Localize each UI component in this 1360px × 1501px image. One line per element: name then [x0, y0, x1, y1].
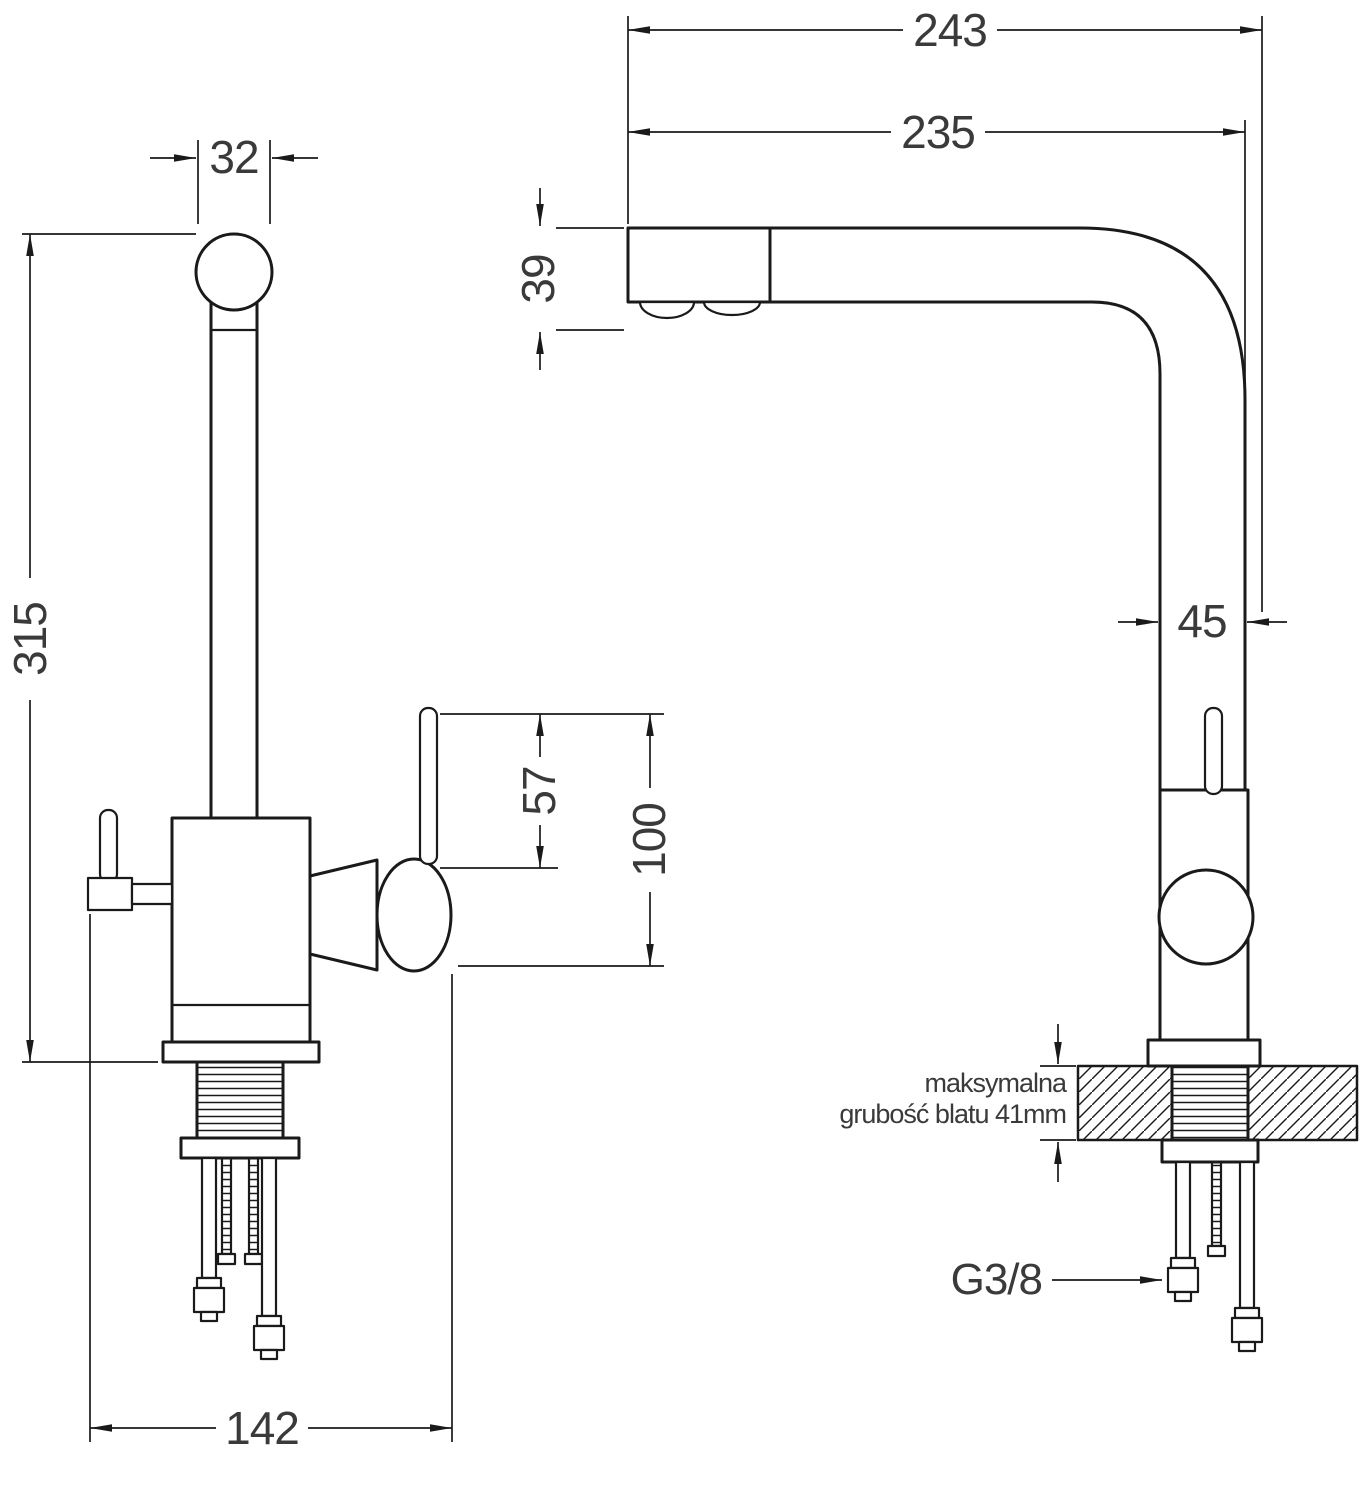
mounting-stud [247, 1156, 260, 1256]
spout-head [626, 226, 772, 304]
mounting-stud [220, 1156, 233, 1256]
base-flange [161, 1040, 321, 1064]
dim-39: 39 [512, 188, 624, 370]
dim-235: 235 [628, 106, 1246, 402]
hose-collar [195, 1276, 223, 1290]
dim-243: 243 [627, 4, 1263, 612]
filter-lever-base [86, 876, 134, 912]
faucet-body [170, 816, 312, 1044]
handle-lever [418, 706, 439, 866]
front-mounting-hardware [192, 1156, 286, 1361]
dim-243-label: 243 [913, 4, 987, 56]
hose-tip [199, 1310, 219, 1323]
aerator-head [194, 232, 274, 312]
threaded-stem [195, 1060, 285, 1140]
hose-tip [1237, 1340, 1257, 1353]
aerator-outlet [702, 300, 762, 317]
countertop-note-line2: grubość blatu 41mm [839, 1099, 1066, 1129]
thread-size-label: G3/8 [951, 1255, 1042, 1304]
dim-100: 100 [458, 714, 675, 967]
mounting-stud [1210, 1160, 1223, 1248]
dim-315-label: 315 [4, 602, 56, 676]
countertop-note-line1: maksymalna [924, 1068, 1068, 1098]
note-countertop: maksymalna grubość blatu 41mm [839, 1024, 1076, 1182]
dim-39-label: 39 [512, 254, 564, 303]
supply-hose [1238, 1160, 1256, 1310]
hose-connector [192, 1286, 226, 1314]
hose-connector [1166, 1266, 1200, 1294]
hose-tip [259, 1348, 279, 1361]
dim-235-label: 235 [901, 106, 975, 158]
handle-cone [308, 858, 379, 972]
dim-142: 142 [89, 914, 453, 1454]
mounting-nut [179, 1136, 301, 1160]
hose-connector [252, 1324, 286, 1352]
spout-inner-edge [770, 300, 1162, 790]
joint-sphere [1157, 868, 1255, 966]
stud-foot [1206, 1244, 1227, 1258]
dim-45-label: 45 [1177, 595, 1226, 647]
hose-tip [1173, 1290, 1193, 1303]
handle-joint [375, 857, 453, 973]
dim-45: 45 [1118, 595, 1287, 647]
supply-hose [1174, 1160, 1192, 1260]
hose-collar [1169, 1256, 1197, 1270]
hose-collar [1233, 1306, 1261, 1320]
filter-lever [98, 808, 119, 884]
handle-lever-side [1203, 706, 1224, 796]
dim-32-label: 32 [209, 131, 258, 183]
dim-57-label: 57 [513, 766, 565, 815]
faucet-column [209, 294, 259, 820]
side-view [626, 226, 1359, 1353]
hose-connector [1230, 1316, 1264, 1344]
dim-57: 57 [440, 713, 664, 869]
threaded-stem-side [1170, 1064, 1250, 1142]
dim-32: 32 [150, 131, 318, 224]
hose-collar [255, 1314, 283, 1328]
mounting-nut-side [1160, 1138, 1260, 1164]
supply-hose [260, 1156, 278, 1318]
base-flange-side [1146, 1038, 1262, 1068]
aerator-outlet [638, 300, 696, 320]
stud-foot [216, 1252, 237, 1266]
side-mounting-hardware [1166, 1160, 1264, 1353]
stud-foot [243, 1252, 264, 1266]
filter-lever-stub [130, 882, 174, 906]
front-view [86, 232, 453, 1361]
thread-label: G3/8 [951, 1255, 1162, 1304]
dim-315: 315 [4, 233, 196, 1063]
dim-100-label: 100 [623, 803, 675, 877]
dim-142-label: 142 [225, 1402, 299, 1454]
supply-hose [200, 1156, 218, 1280]
spout-outer-edge [770, 226, 1247, 790]
